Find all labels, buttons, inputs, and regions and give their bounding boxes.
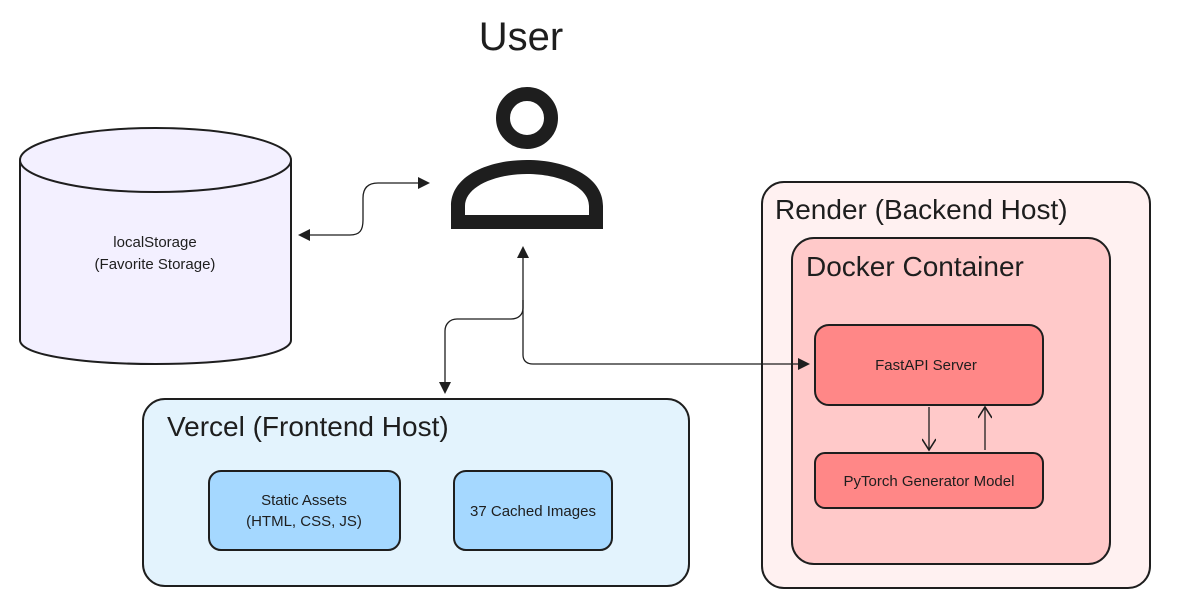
cached-images-box: 37 Cached Images	[453, 470, 613, 551]
local-storage-database: localStorage (Favorite Storage)	[19, 127, 292, 365]
docker-title: Docker Container	[806, 251, 1024, 282]
storage-user-connector	[298, 177, 430, 241]
fastapi-server-label: FastAPI Server	[875, 357, 977, 374]
user-title: User	[479, 15, 563, 59]
render-title: Render (Backend Host)	[775, 194, 1068, 225]
static-assets-label: Static Assets	[261, 492, 347, 509]
user-icon	[451, 87, 603, 229]
render-backend-group: Render (Backend Host) Docker Container F…	[761, 181, 1151, 589]
fastapi-server-box: FastAPI Server	[814, 324, 1044, 406]
vercel-title: Vercel (Frontend Host)	[167, 411, 449, 442]
cached-images-label: 37 Cached Images	[470, 503, 596, 520]
static-assets-box: Static Assets (HTML, CSS, JS)	[208, 470, 401, 551]
pytorch-model-box: PyTorch Generator Model	[814, 452, 1044, 509]
vercel-frontend-group: Vercel (Frontend Host) Static Assets (HT…	[142, 398, 690, 587]
pytorch-model-label: PyTorch Generator Model	[844, 473, 1015, 490]
docker-container-group: Docker Container FastAPI Server PyTorch …	[791, 237, 1111, 565]
local-storage-label: localStorage	[113, 234, 196, 251]
user-vercel-connector	[439, 246, 529, 394]
local-storage-sublabel: (Favorite Storage)	[95, 256, 216, 273]
user-fastapi-connector	[522, 300, 810, 370]
static-assets-sublabel: (HTML, CSS, JS)	[246, 513, 362, 530]
